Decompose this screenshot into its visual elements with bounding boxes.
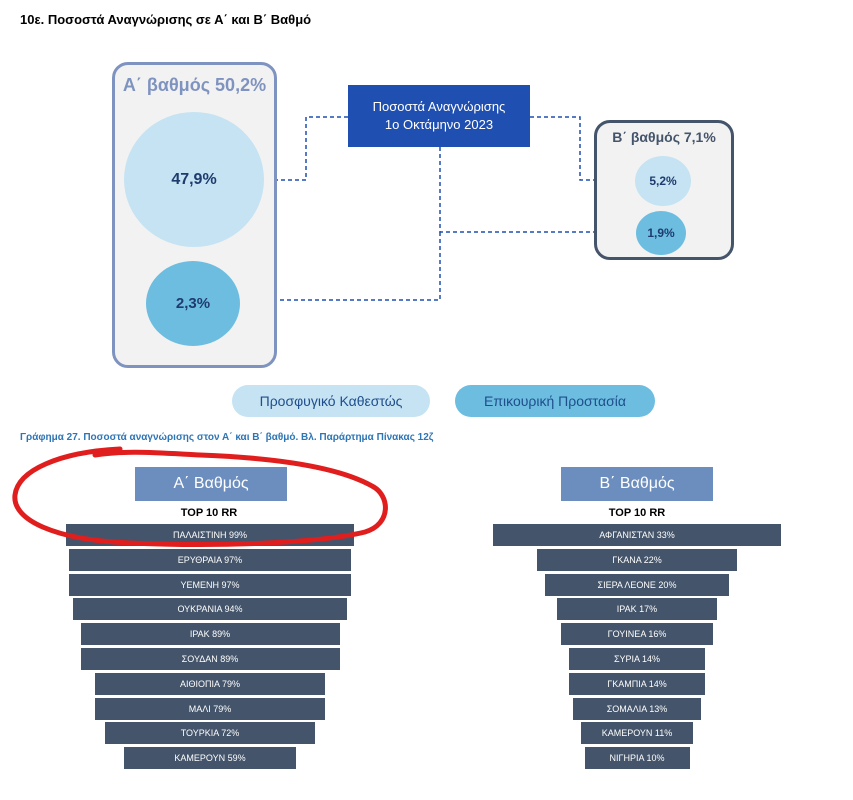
grade-a-panel: Α΄ βαθμός 50,2% 47,9% 2,3% [112,62,277,368]
grade-b-top-label: TOP 10 RR [608,507,666,519]
grade-b-bar-4: ΙΡΑΚ 17% [556,598,718,621]
grade-a-panel-title: Α΄ βαθμός 50,2% [122,75,267,95]
grade-b-bar-10: ΝΙΓΗΡΙΑ 10% [584,747,690,770]
b-refugee-circle: 5,2% [635,156,691,206]
grade-b-bar-2: ΓΚΑΝΑ 22% [536,548,738,571]
grade-b-bar-7: ΓΚΑΜΠΙΑ 14% [568,672,706,695]
grade-b-bar-8: ΣΟΜΑΛΙΑ 13% [572,697,702,720]
grade-a-bar-7: ΑΙΘΙΟΠΙΑ 79% [95,672,325,695]
grade-a-bar-9: ΤΟΥΡΚΙΑ 72% [105,722,315,745]
grade-a-bar-3: ΥΕΜΕΝΗ 97% [68,573,352,596]
page-title: 10ε. Ποσοστά Αναγνώρισης σε Α΄ και Β΄ Βα… [20,12,312,27]
grade-b-bar-1: ΑΦΓΑΝΙΣΤΑΝ 33% [493,524,781,546]
center-box: Ποσοστά Αναγνώρισης 1ο Οκτάμηνο 2023 [348,85,530,147]
grade-b-panel: Β΄ βαθμός 7,1% 5,2% 1,9% [594,120,734,260]
arrow-to-b-refugee [530,116,632,186]
grade-b-panel-title: Β΄ βαθμός 7,1% [612,129,716,145]
figure-caption: Γράφημα 27. Ποσοστά αναγνώρισης στον Α΄ … [20,432,434,443]
grade-b-bar-9: ΚΑΜΕΡΟΥΝ 11% [580,722,694,745]
a-refugee-circle: 47,9% [124,112,264,247]
legend-subsidiary: Επικουρική Προστασία [455,385,655,417]
center-box-line2: 1ο Οκτάμηνο 2023 [384,117,494,132]
b-subsidiary-circle: 1,9% [636,211,686,255]
grade-a-top-label: TOP 10 RR [180,507,238,519]
grade-a-bar-8: ΜΑΛΙ 79% [95,697,325,720]
a-subsidiary-circle: 2,3% [146,261,240,346]
grade-a-bar-5: ΙΡΑΚ 89% [80,623,340,646]
grade-b-bar-6: ΣΥΡΙΑ 14% [568,648,706,670]
arrow-to-a-refugee [262,116,348,186]
grade-a-header: Α΄ Βαθμός [135,467,287,501]
grade-b-header: Β΄ Βαθμός [561,467,713,501]
grade-b-bar-5: ΓΟΥΙΝΕΑ 16% [560,623,714,646]
grade-a-bar-6: ΣΟΥΔΑΝ 89% [80,648,340,670]
grade-a-bar-10: ΚΑΜΕΡΟΥΝ 59% [124,747,296,770]
grade-b-bar-3: ΣΙΕΡΑ ΛΕΟΝΕ 20% [544,573,730,596]
grade-a-bar-4: ΟΥΚΡΑΝΙΑ 94% [73,598,347,621]
legend-refugee: Προσφυγικό Καθεστώς [232,385,430,417]
arrow-to-a-subsidiary [238,232,441,306]
grade-a-bar-2: ΕΡΥΘΡΑΙΑ 97% [68,548,352,571]
center-box-line1: Ποσοστά Αναγνώρισης [372,99,506,114]
